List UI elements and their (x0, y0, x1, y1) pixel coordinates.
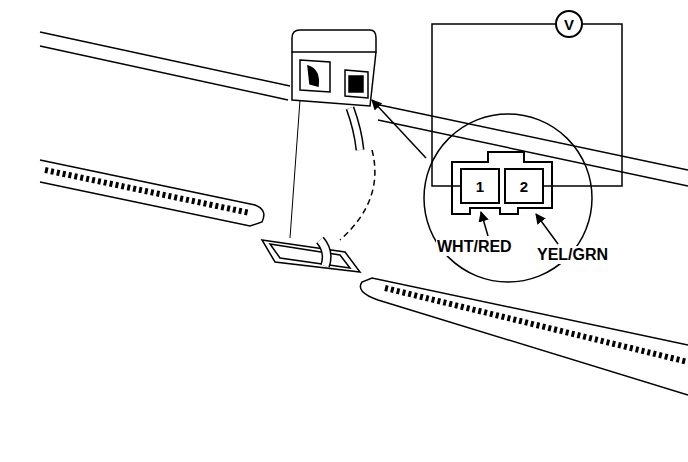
terminal-box: 1 (460, 168, 500, 204)
terminal-box: 2 (504, 168, 544, 204)
wire-color: WHT/RED (436, 238, 513, 256)
pin-number: 1 (476, 179, 484, 194)
meter-lead (432, 24, 555, 186)
meter-lead (544, 24, 622, 186)
pin-number: 2 (520, 179, 528, 194)
wire-color: YEL/GRN (536, 246, 609, 264)
voltmeter-symbol: V (555, 10, 583, 38)
meter-letter: V (564, 17, 574, 32)
